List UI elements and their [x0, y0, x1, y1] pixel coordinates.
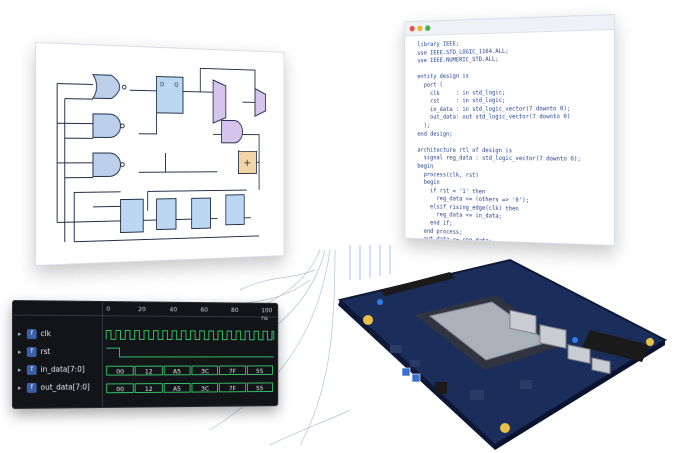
svg-text:D: D — [160, 82, 164, 88]
clock-trace — [106, 330, 274, 339]
schematic-panel: D Q + — [35, 42, 284, 266]
gate-and — [93, 114, 121, 138]
svg-text:+: + — [243, 157, 251, 169]
mux — [255, 89, 266, 117]
button — [435, 382, 447, 394]
schematic-diagram: D Q + — [36, 43, 284, 265]
bus-value: 7F — [219, 383, 246, 393]
status-led — [572, 337, 578, 343]
minimize-dot — [417, 25, 422, 31]
vhdl-code: library IEEE;use IEEE.STD_LOGIC_1164.ALL… — [405, 30, 614, 246]
status-led — [377, 299, 383, 305]
mux — [213, 80, 226, 123]
bus-value: 12 — [135, 383, 162, 393]
code-line: end design; — [417, 130, 606, 139]
gate-and — [222, 120, 243, 142]
bus-value: 3C — [191, 383, 218, 393]
bus-value: A5 — [163, 366, 190, 376]
code-line: ); — [417, 122, 606, 131]
svg-text:Q: Q — [174, 83, 178, 89]
mounting-hole — [363, 315, 373, 325]
close-dot — [410, 26, 415, 32]
code-editor-panel: library IEEE;use IEEE.STD_LOGIC_1164.ALL… — [404, 14, 615, 246]
fpga-board — [320, 250, 670, 450]
mounting-hole — [646, 338, 654, 346]
bus-value: 55 — [247, 382, 273, 392]
gate-and — [93, 153, 121, 177]
maximize-dot — [425, 25, 430, 31]
waveform-viewer: 020406080100 ns ▸fclk▸frst▸fin_data[7:0]… — [12, 300, 278, 409]
reset-trace — [106, 348, 274, 357]
flip-flop — [157, 199, 176, 230]
bus-value: 00 — [106, 366, 134, 376]
mounting-hole — [500, 423, 510, 433]
bus-value: 3C — [191, 366, 218, 376]
flip-flop — [192, 198, 211, 229]
bus-value: 12 — [135, 366, 162, 376]
dip-switch — [402, 368, 410, 376]
gate-and — [93, 75, 120, 99]
bus-value: A5 — [163, 383, 190, 393]
bus-value: 00 — [106, 383, 134, 393]
bus-value: 55 — [247, 365, 273, 375]
flip-flop — [226, 195, 244, 225]
flip-flop — [121, 199, 144, 232]
bus-value: 7F — [219, 365, 246, 375]
dip-switch — [412, 374, 420, 382]
